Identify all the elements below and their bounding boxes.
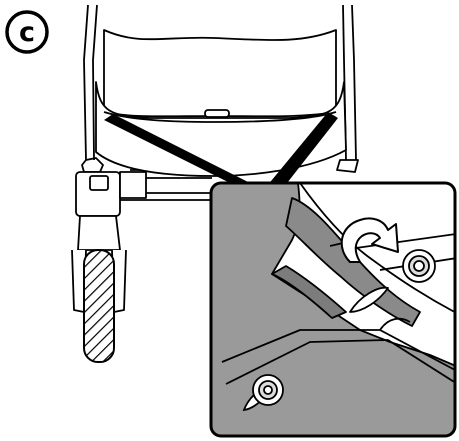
wheel-tread xyxy=(83,249,115,363)
inset-frame-tube xyxy=(299,183,455,321)
housing-clip xyxy=(89,175,109,191)
left-upright xyxy=(83,4,98,161)
step-badge-circle xyxy=(5,10,49,54)
seat-base xyxy=(95,81,347,177)
stroller-frame xyxy=(81,4,359,201)
front-wheel-assembly xyxy=(71,171,147,313)
inset-slot xyxy=(349,286,389,313)
right-joint xyxy=(336,159,359,173)
inset-border xyxy=(209,181,457,438)
pointer-left xyxy=(104,114,262,191)
detail-inset xyxy=(209,181,457,438)
fabric-fold xyxy=(103,111,337,123)
curved-arrow-icon xyxy=(340,217,399,263)
seat-back xyxy=(103,29,337,118)
detail-pointers xyxy=(104,112,338,192)
inset-seam-3 xyxy=(379,317,411,331)
step-badge: c xyxy=(5,10,49,54)
seat-tab xyxy=(204,109,230,118)
seat-fabric xyxy=(95,29,347,177)
snap-button-upper xyxy=(402,249,436,283)
front-wheel xyxy=(83,249,115,363)
wheel-fork xyxy=(77,215,121,251)
snap-button-lower xyxy=(242,374,284,412)
left-joint xyxy=(81,157,104,173)
step-label: c xyxy=(19,17,35,48)
inset-seam-1 xyxy=(221,329,455,379)
inset-seam-2 xyxy=(225,339,455,393)
axle-block xyxy=(119,171,147,199)
pointer-right xyxy=(262,112,338,192)
inset-flap-edge xyxy=(271,265,347,319)
